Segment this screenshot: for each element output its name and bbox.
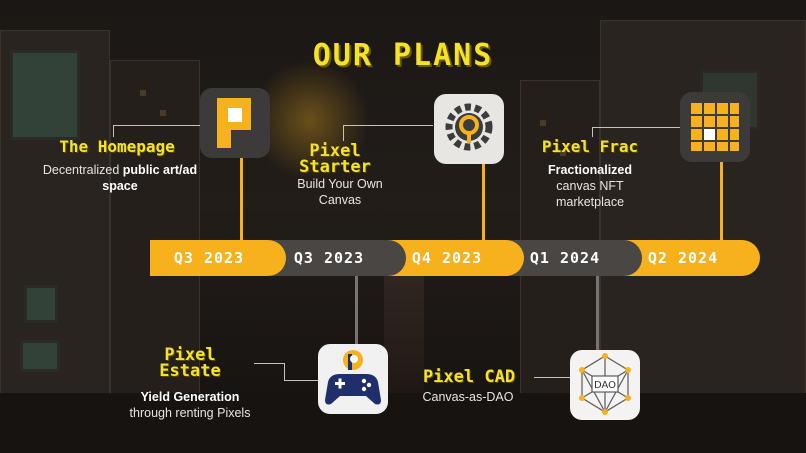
starter-connector [482, 164, 485, 242]
estate-connector [355, 276, 358, 346]
timeline-q4-2023: Q4 2023 [388, 240, 524, 276]
homepage-leader-line [113, 125, 203, 126]
estate-leader-line-3 [284, 380, 318, 381]
gamepad-icon [318, 344, 388, 414]
frac-connector [720, 162, 723, 242]
timeline-q1-2024: Q1 2024 [506, 240, 642, 276]
homepage-leader-tick [113, 125, 114, 137]
pixel-p-logo-icon [200, 88, 270, 158]
starter-leader-line [343, 125, 433, 126]
plan-cad-title: Pixel CAD [422, 367, 516, 387]
timeline-q3-2023-a: Q3 2023 [150, 240, 286, 276]
plan-estate-desc: Yield Generation through renting Pixels [129, 390, 251, 420]
page-title: OUR PLANS [312, 38, 494, 73]
homepage-connector [240, 158, 243, 242]
plan-cad-desc: Canvas-as-DAO [422, 390, 514, 404]
dao-network-icon: DAO [570, 350, 640, 420]
plan-frac-desc: Fractionalized canvas NFT marketplace [547, 163, 633, 209]
pixel-grid-icon [680, 92, 750, 162]
cad-leader-line [534, 377, 570, 378]
gear-lightbulb-icon [434, 94, 504, 164]
estate-leader-line [254, 363, 284, 364]
estate-leader-line-2 [284, 363, 285, 380]
frac-leader-tick [592, 127, 593, 137]
plan-homepage-title: The Homepage [59, 137, 175, 156]
timeline-q2-2024: Q2 2024 [624, 240, 760, 276]
cad-connector [596, 276, 599, 350]
starter-leader-tick [343, 125, 344, 141]
plan-homepage-desc: Decentralized public art/ad space [42, 163, 198, 193]
plan-frac-title: Pixel Frac [541, 137, 639, 156]
frac-leader-line [592, 127, 680, 128]
timeline-q3-2023-b: Q3 2023 [270, 240, 406, 276]
dao-icon-text: DAO [594, 380, 616, 391]
